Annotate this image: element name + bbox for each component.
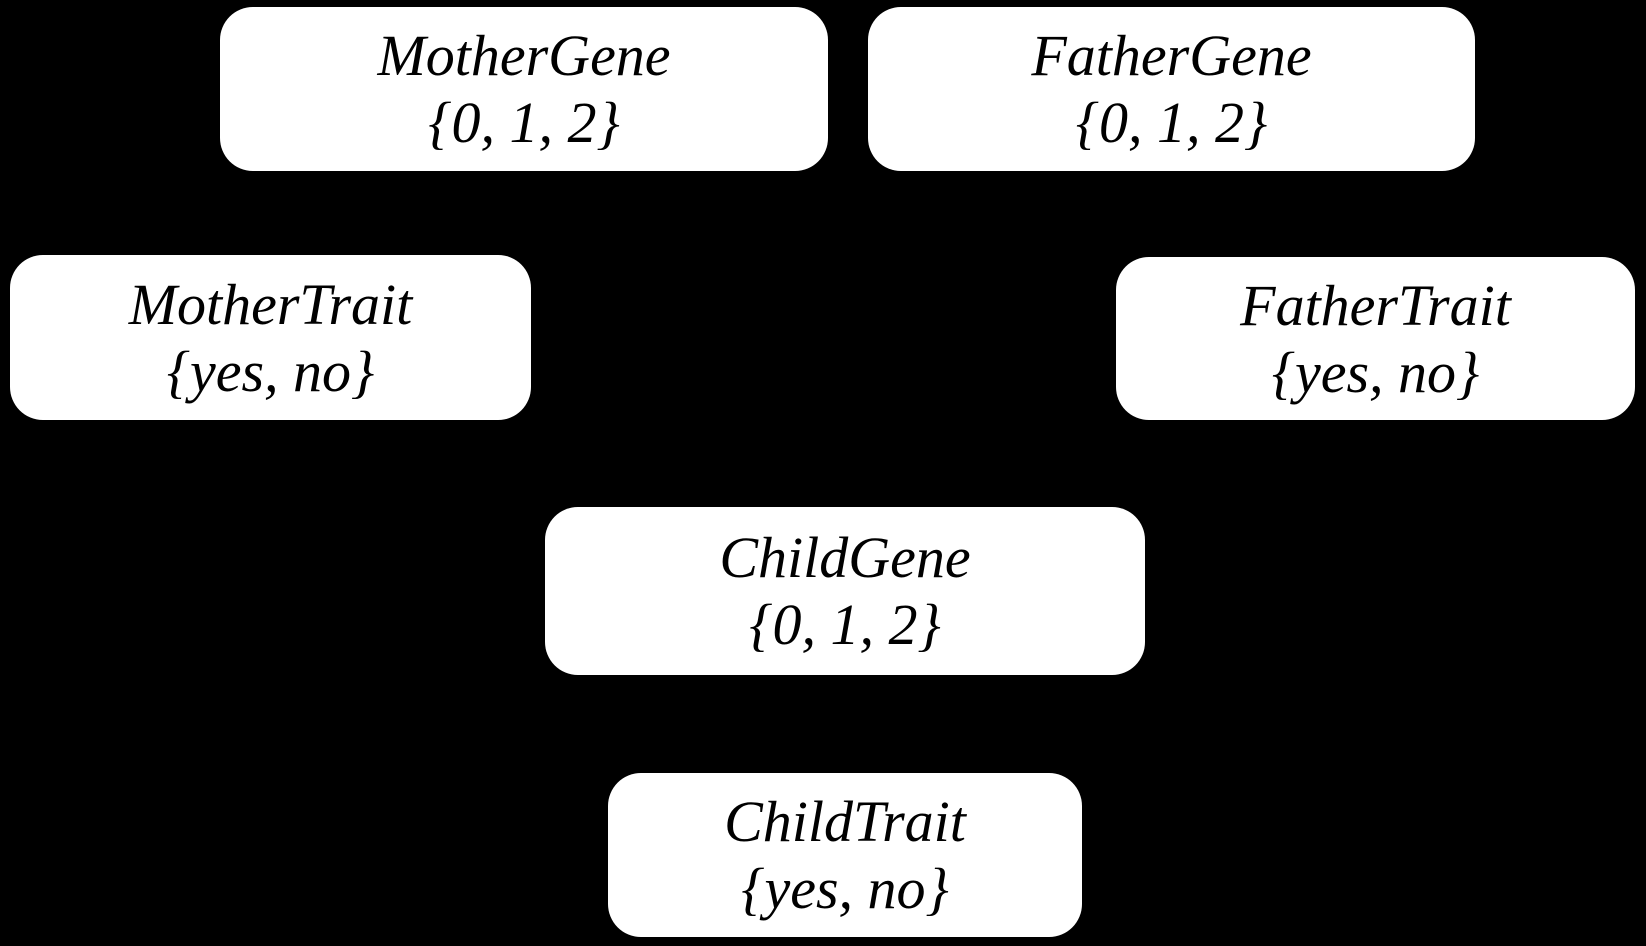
node-value-set: {yes, no} (1271, 339, 1480, 405)
node-title: ChildGene (719, 525, 971, 590)
node-value-set: {yes, no} (166, 338, 375, 404)
node-value-set: {0, 1, 2} (1075, 90, 1268, 155)
node-title: MotherTrait (128, 271, 413, 337)
node-title: ChildTrait (724, 789, 966, 854)
node-mother-gene: MotherGene {0, 1, 2} (220, 7, 828, 171)
node-child-gene: ChildGene {0, 1, 2} (545, 507, 1145, 675)
node-value-set: {0, 1, 2} (749, 592, 941, 657)
node-father-gene: FatherGene {0, 1, 2} (868, 7, 1475, 171)
node-father-trait: FatherTrait {yes, no} (1116, 257, 1635, 420)
node-child-trait: ChildTrait {yes, no} (608, 773, 1082, 937)
node-value-set: {yes, no} (741, 856, 949, 921)
node-mother-trait: MotherTrait {yes, no} (10, 255, 531, 420)
node-value-set: {0, 1, 2} (428, 90, 620, 155)
node-title: MotherGene (377, 23, 671, 88)
node-title: FatherGene (1031, 23, 1312, 88)
node-title: FatherTrait (1240, 272, 1511, 338)
